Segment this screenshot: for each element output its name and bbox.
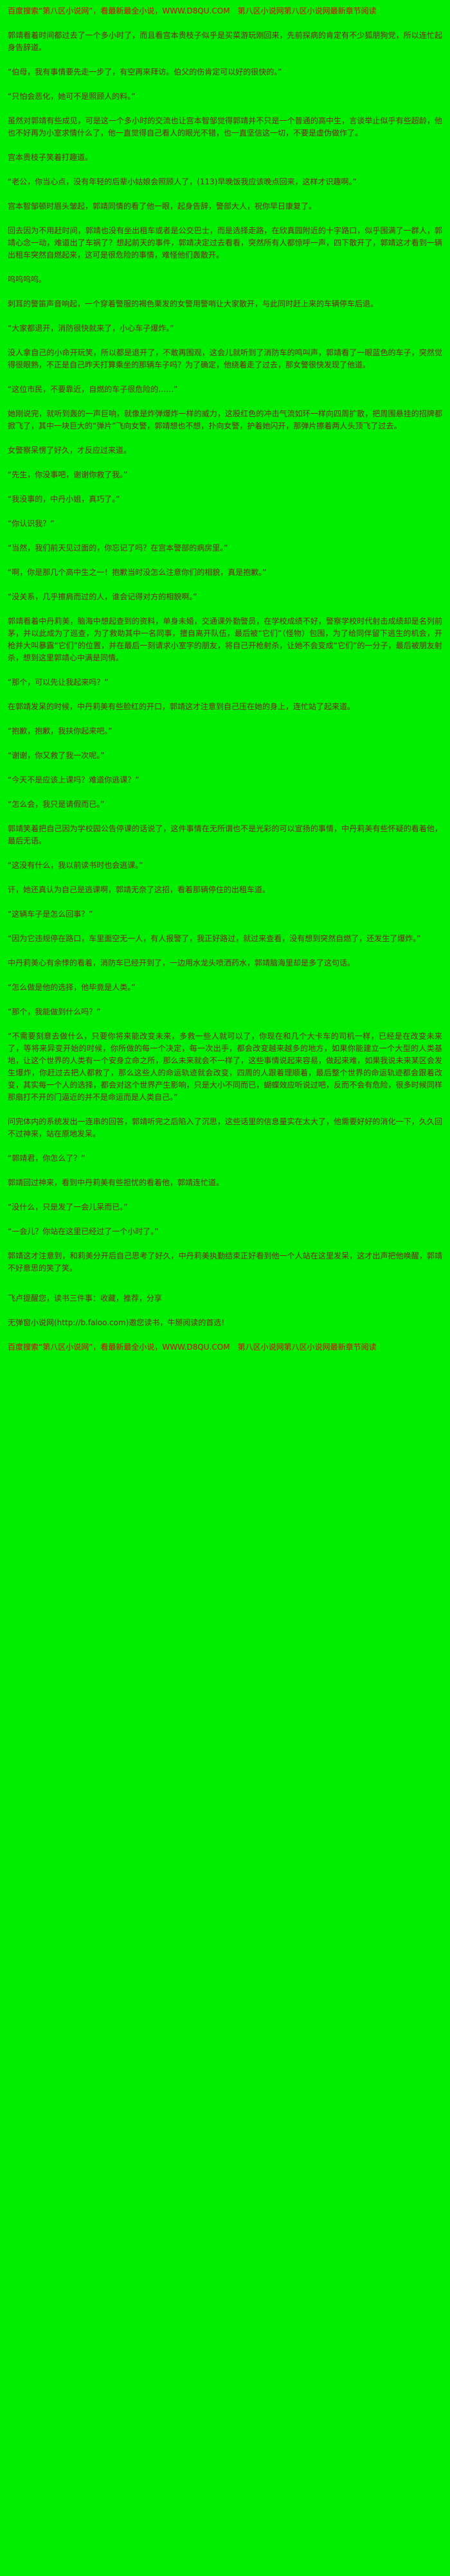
novel-paragraph: “伯母，我有事情要先走一步了，有空再来拜访。伯父的伤肯定可以好的很快的。” xyxy=(8,67,282,76)
novel-paragraph: 宫本贵枝子笑着打趣道。 xyxy=(8,153,93,162)
novel-paragraph: “啊，你是那几个高中生之一！抱歉当时没怎么注意你们的相貌，真是抱歉。” xyxy=(8,568,267,577)
novel-paragraph: 郭靖这才注意到，和莉美分开后自己思考了好久，中丹莉美执勤结束正好看到他一个人站在… xyxy=(8,1251,442,1273)
novel-paragraph: “我没事的，中丹小姐，真巧了。” xyxy=(8,495,120,504)
novel-paragraph: “这位市民，不要靠近，自燃的车子很危险的……” xyxy=(8,385,178,394)
novel-paragraph: “只怕会恶化，她可不是照顾人的料。” xyxy=(8,92,136,101)
novel-paragraph: “这辆车子是怎么回事？” xyxy=(8,910,93,919)
novel-paragraph: “抱歉，抱歉，我扶你起来吧。” xyxy=(8,727,113,736)
novel-paragraph: 她刚说完，就听到轰的一声巨响，就像是炸弹爆炸一样的威力，这股红色的冲击气流如环一… xyxy=(8,409,442,430)
faloo-reminder-text: 飞卢提醒您，读书三件事：收藏，推荐，分享 xyxy=(8,1294,163,1303)
novel-paragraph: “郭靖君，你怎么了？” xyxy=(8,1154,86,1163)
novel-paragraph: “这没有什么，我以前读书时也会逃课。” xyxy=(8,861,143,870)
novel-paragraph: 女警察呆愣了好久，才反应过来道。 xyxy=(8,446,132,455)
novel-paragraph: “怎么做是他的选择，他毕竟是人类。” xyxy=(8,983,136,992)
novel-paragraph: 没人拿自己的小命开玩笑，所以都是退开了，不敢再围观，这会儿就听到了消防车的鸣叫声… xyxy=(8,348,442,369)
novel-paragraph: 讦，她还真认为自己是逃课啊，郭靖无奈了这招，看着那辆停住的出租车道。 xyxy=(8,885,271,894)
novel-paragraph: “你认识我？” xyxy=(8,519,55,528)
novel-paragraph: “大家都退开，消防很快就来了，小心车子爆炸。” xyxy=(8,324,174,333)
novel-paragraph: 宫本智邹顿时眉头皱起，郭靖同情的看了他一眼，起身告辞，警部大人，祝你早日康复了。 xyxy=(8,202,317,211)
novel-paragraph: 在郭靖发呆的时候，中丹莉美有些脸红的开口，郭靖这才注意到自己压在她的身上，连忙站… xyxy=(8,702,356,711)
novel-paragraph: “老公，你当心点，没有年轻的后辈小姑娘会照顾人了，(113)早晚饭我应该晚点回来… xyxy=(8,177,357,186)
novel-paragraph: “谢谢，你又救了我一次呢。” xyxy=(8,751,105,760)
novel-paragraph: “那个，可以先让我起来吗？” xyxy=(8,678,109,687)
novel-paragraph: “那个，我能做到什么吗？” xyxy=(8,1007,101,1016)
novel-paragraph: 中丹莉美心有余悸的看着，消防车已经开到了，一边用水龙头喷洒药水，郭靖脑海里却是多… xyxy=(8,958,356,967)
novel-paragraph: “怎么会，我只是请假而已。” xyxy=(8,800,105,809)
novel-content: 郭靖看着时间都过去了一个多小时了，而且看宫本贵枝子似乎是买菜游玩刚回来，先前探病… xyxy=(8,30,442,1275)
faloo-site-link[interactable]: 无弹窗小说网(http://b.faloo.com)邀您读书，牛掰阅读的首选! xyxy=(8,1318,225,1327)
novel-paragraph: 问完体内的系统发出一连串的回答，郭靖听完之后陷入了沉思，这些话里的信息量实在太大… xyxy=(8,1117,442,1138)
novel-paragraph: “没关系，几乎擦肩而过的人，谁会记得对方的相貌啊。” xyxy=(8,592,197,601)
novel-paragraph: “先生，你没事吧，谢谢你救了我。” xyxy=(8,470,128,479)
novel-paragraph: 郭靖笑着把自己因为学校园公告停课的话说了，这件事情在无所谓也不是光彩的可以宣扬的… xyxy=(8,824,442,845)
novel-paragraph: “不需要刻意去做什么，只要你将来能改变未来，多救一些人就可以了，你现在和几个大卡… xyxy=(8,1032,442,1102)
novel-paragraph: 呜呜呜呜。 xyxy=(8,275,47,284)
novel-paragraph: “没什么，只是发了一会儿呆而已。” xyxy=(8,1203,128,1212)
bottom-promo-link[interactable]: 百度搜索“第八区小说网”，看最新最全小说，WWW.D8QU.COM 第八区小说网… xyxy=(8,1343,377,1352)
novel-paragraph: 郭靖看着中丹莉美，脑海中想起查到的资料，单身未婚，交通课外勤警员，在学校成绩不好… xyxy=(8,617,442,662)
novel-reader-page: 百度搜索“第八区小说网”，看最新最全小说，WWW.D8QU.COM 第八区小说网… xyxy=(8,5,442,1354)
top-promo-link[interactable]: 百度搜索“第八区小说网”，看最新最全小说，WWW.D8QU.COM 第八区小说网… xyxy=(8,6,377,15)
novel-paragraph: 虽然对郭靖有些成见，可是这一个多小时的交流也让宫本智邹觉得郭靖并不只是一个普通的… xyxy=(8,116,442,137)
novel-paragraph: 郭靖回过神来，看到中丹莉美有些担忧的看着他，郭靖连忙道。 xyxy=(8,1178,224,1187)
novel-paragraph: “一会儿？你站在这里已经过了一个小时了。” xyxy=(8,1227,159,1236)
novel-paragraph: “当然，我们前天见过面的，你忘记了吗？在宫本警部的病房里。” xyxy=(8,543,228,552)
novel-paragraph: “因为它违规停在路口，车里面空无一人，有人报警了，我正好路过，就过来查看，没有想… xyxy=(8,934,421,943)
novel-paragraph: 回去因为不用赶时间，郭靖也没有坐出租车或者是公交巴士，而是选择走路，在欣真园附近… xyxy=(8,226,442,260)
novel-paragraph: 刺耳的警笛声音响起，一个穿着警服的褐色栗发的女警用警哨让大家散开，与此同时赶上来… xyxy=(8,299,379,308)
novel-paragraph: “今天不是应该上课吗？难道你逃课？” xyxy=(8,775,140,784)
novel-paragraph: 郭靖看着时间都过去了一个多小时了，而且看宫本贵枝子似乎是买菜游玩刚回来，先前探病… xyxy=(8,31,442,52)
